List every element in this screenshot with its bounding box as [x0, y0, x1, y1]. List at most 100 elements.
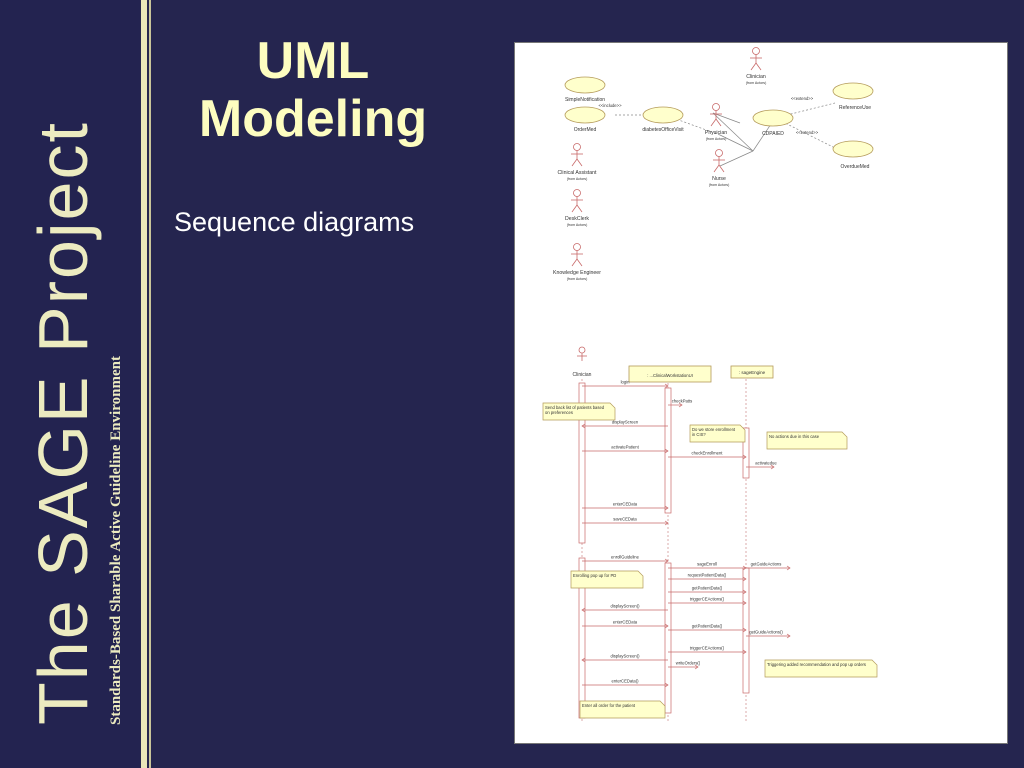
note-box: [579, 700, 666, 719]
message-arrowhead: [742, 627, 747, 633]
actor-leg: [576, 204, 583, 213]
activation-bar: [664, 387, 672, 514]
actor-leg: [576, 258, 583, 267]
sidebar: [0, 0, 140, 768]
usecase-ellipse: [564, 106, 606, 124]
actor-stereo-4: (from Actors): [567, 223, 588, 227]
actor-leg: [715, 118, 722, 127]
usecase-label-3: ReferenceUse: [839, 105, 871, 111]
actor-leg: [755, 62, 762, 71]
message-label-17: getGuideActions(): [749, 630, 783, 635]
message-arrowhead: [742, 649, 747, 655]
note-text-0: Send back list of patients based: [545, 405, 605, 410]
actor-head: [573, 189, 581, 197]
actor-head: [573, 243, 581, 251]
message-arrowhead: [678, 402, 683, 408]
message-arrowhead: [786, 633, 791, 639]
sidebar-title-block: The SAGE Project Standards-Based Sharabl…: [24, 45, 124, 725]
actor-leg: [571, 158, 578, 167]
activation-bar: [578, 382, 586, 544]
note-box: [542, 402, 616, 421]
sidebar-divider-thin: [149, 0, 151, 768]
message-arrowhead: [742, 576, 747, 582]
message-label-21: enterCEData(): [612, 679, 640, 684]
message-arrowhead: [742, 589, 747, 595]
activation-bar: [742, 567, 750, 694]
message-label-0: login: [621, 380, 631, 385]
note-box: [570, 570, 644, 589]
actor-label-5: Knowledge Engineer: [553, 270, 601, 276]
lifeline-box: [628, 365, 712, 383]
message-label-16: getPatientData(): [692, 624, 723, 629]
note-text-1: in CIS?: [692, 432, 706, 437]
note-box: [689, 424, 746, 443]
message-arrowhead: [742, 454, 747, 460]
message-label-6: enterCEData: [613, 502, 638, 507]
message-label-12: getPatientData(): [692, 586, 723, 591]
message-arrowhead: [664, 520, 669, 526]
note-box: [764, 659, 878, 678]
message-label-11: requestPatientData(): [688, 573, 727, 578]
message-label-1: checkPatts: [672, 399, 692, 404]
message-arrowhead: [664, 682, 669, 688]
actor-stereo-0: (from Actors): [746, 81, 767, 85]
actor-stereo-5: (from Actors): [567, 277, 588, 281]
message-label-14: displayScreen(): [610, 604, 640, 609]
message-arrowhead: [742, 600, 747, 606]
lifeline-box: [730, 365, 774, 379]
actor-leg: [571, 204, 578, 213]
usecase-label-0: SimpleNotification: [565, 97, 605, 103]
message-label-19: displayScreen(): [610, 654, 640, 659]
usecase-ellipse: [752, 109, 794, 127]
message-arrowhead: [664, 623, 669, 629]
usecase-ellipse: [832, 82, 874, 100]
extend-line: [774, 117, 836, 149]
message-arrowhead: [664, 383, 669, 389]
message-arrowhead: [664, 505, 669, 511]
message-label-4: checkEnrollment: [692, 451, 724, 456]
actor-leg: [750, 62, 757, 71]
actor-leg: [710, 118, 717, 127]
generalization-line: [719, 150, 754, 167]
actor-leg: [576, 158, 583, 167]
include-label: <<include>>: [598, 103, 622, 108]
message-arrowhead: [581, 657, 586, 663]
assoc-line: [712, 112, 754, 152]
actor-label-3: Clinical Assistant: [558, 170, 597, 176]
actor-leg: [718, 164, 725, 173]
message-label-18: triggerCEActions(): [690, 646, 725, 651]
actor-stereo-2: (from Actors): [709, 183, 730, 187]
message-arrowhead: [581, 423, 586, 429]
usecase-label-2: diabetesOfficeVisit: [642, 127, 684, 133]
actor-label-2: Nurse: [712, 176, 726, 182]
project-subtitle: Standards-Based Sharable Active Guidelin…: [108, 356, 124, 725]
actor-head: [752, 47, 760, 55]
actor-stereo-1: (from Actors): [706, 137, 727, 141]
usecase-label-1: OrderMed: [574, 127, 597, 133]
actor-label-1: Physician: [705, 130, 727, 136]
lifeline-label-1: : ...ClinicalWorkstationUI: [647, 373, 693, 378]
message-label-7: saveCEData: [613, 517, 637, 522]
actor-label-4: DeskClerk: [565, 216, 589, 222]
usecase-ellipse: [564, 76, 606, 94]
extend-label-2: <<extend>>: [796, 130, 819, 135]
assoc-line: [719, 134, 754, 152]
note-text-2: No actions due in this case: [769, 434, 820, 439]
extend-label-1: <<extend>>: [791, 96, 814, 101]
message-arrowhead: [664, 448, 669, 454]
message-label-15: enterCEData: [613, 620, 638, 625]
usecase-label-5: OverdueMed: [841, 164, 870, 170]
message-label-13: triggerCEActions(): [690, 597, 725, 602]
note-text-5: Enter all order for the patient: [582, 703, 636, 708]
note-box: [766, 431, 848, 450]
activation-bar: [742, 427, 750, 479]
message-label-5: activatedue: [755, 461, 777, 466]
message-arrowhead: [664, 558, 669, 564]
note-text-3: Enrolling pop up for PD: [573, 573, 616, 578]
actor-leg: [713, 164, 720, 173]
message-arrowhead: [581, 607, 586, 613]
message-label-8: enrollGuideline: [611, 555, 640, 560]
actor-head: [573, 143, 581, 151]
note-text-4: Triggering added recommendation and pop …: [767, 662, 866, 667]
uml-diagram: <<extend>> <<extend>> <<include>>SimpleNot…: [542, 47, 878, 723]
